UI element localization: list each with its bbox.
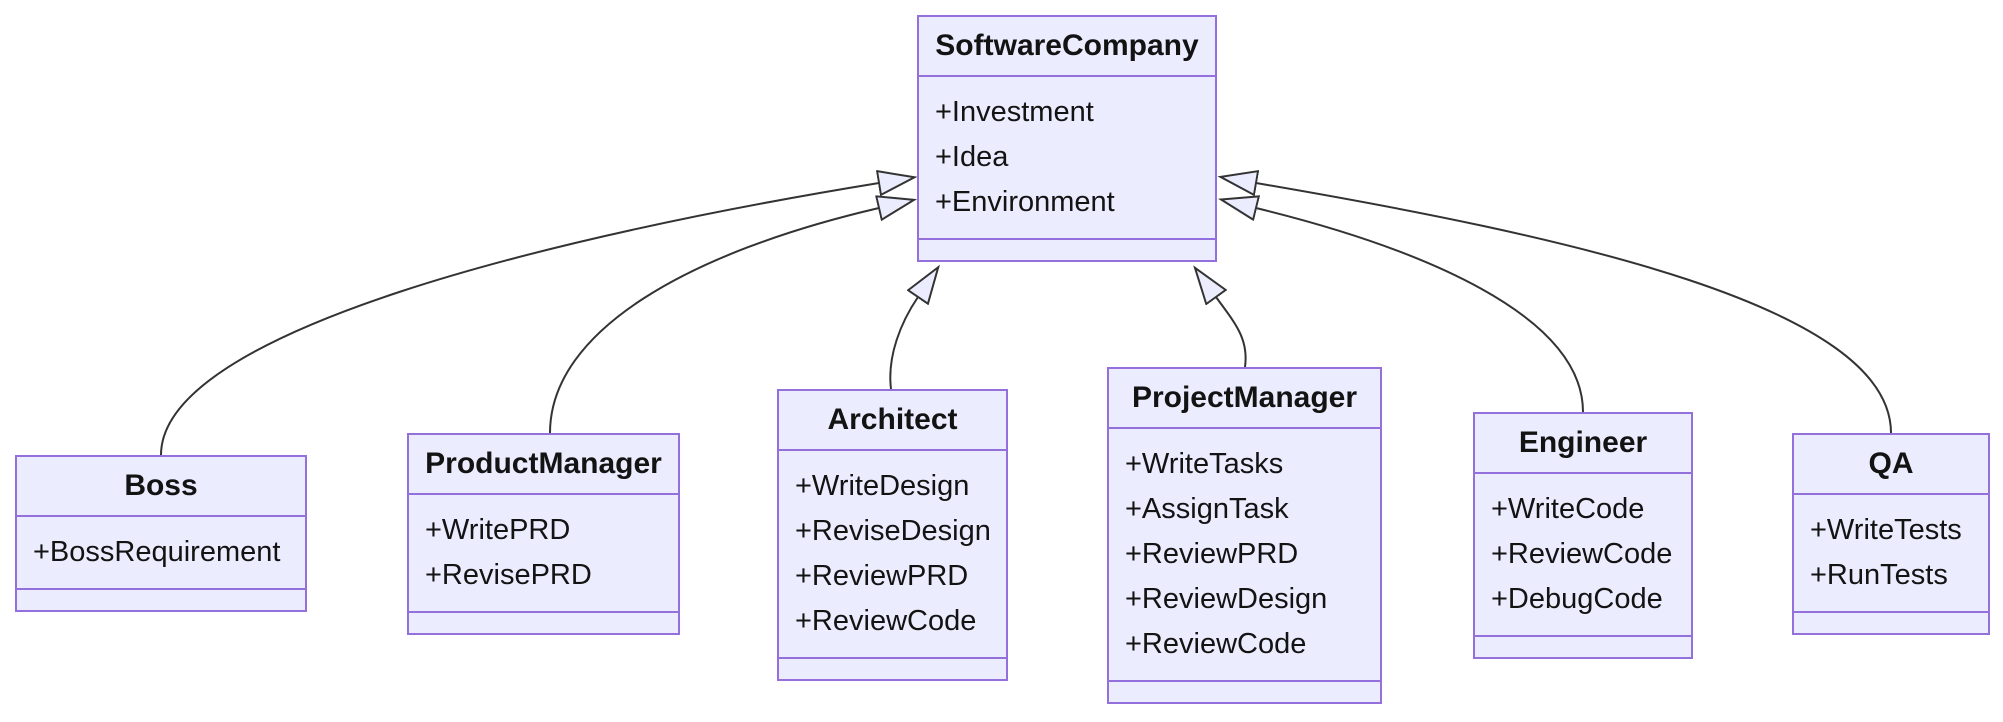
class-methods-empty (779, 659, 1006, 679)
class-attributes: +WriteDesign +ReviseDesign +ReviewPRD +R… (779, 451, 1006, 659)
class-attribute: +RunTests (1810, 559, 1948, 591)
class-architect: Architect +WriteDesign +ReviseDesign +Re… (777, 389, 1008, 681)
class-methods-empty (1475, 637, 1691, 657)
class-attribute: +BossRequirement (33, 536, 281, 568)
class-softwarecompany: SoftwareCompany +Investment +Idea +Envir… (917, 15, 1217, 262)
class-methods-empty (1109, 682, 1380, 702)
class-productmanager: ProductManager +WritePRD +RevisePRD (407, 433, 680, 635)
class-title: ProductManager (409, 435, 678, 495)
class-engineer: Engineer +WriteCode +ReviewCode +DebugCo… (1473, 412, 1693, 659)
class-attribute: +DebugCode (1491, 583, 1663, 615)
class-attribute: +ReviewCode (1491, 538, 1673, 570)
class-methods-empty (1794, 613, 1988, 633)
class-attribute: +Idea (935, 141, 1009, 173)
class-attributes: +Investment +Idea +Environment (919, 77, 1215, 240)
class-attribute: +WriteDesign (795, 470, 970, 502)
class-title: Engineer (1475, 414, 1691, 474)
class-attributes: +WriteTests +RunTests (1794, 495, 1988, 613)
class-attribute: +WriteTests (1810, 514, 1962, 546)
edge-projectmanager-to-softwarecompany (1216, 297, 1247, 368)
class-boss: Boss +BossRequirement (15, 455, 307, 612)
edge-engineer-to-softwarecompany (1256, 208, 1584, 413)
class-attribute: +WriteCode (1491, 493, 1645, 525)
class-title: ProjectManager (1109, 369, 1380, 429)
class-title: SoftwareCompany (919, 17, 1215, 77)
class-title: Architect (779, 391, 1006, 451)
class-title: QA (1794, 435, 1988, 495)
class-attributes: +WriteCode +ReviewCode +DebugCode (1475, 474, 1691, 637)
class-attribute: +Environment (935, 186, 1115, 218)
class-methods-empty (17, 590, 305, 610)
class-attribute: +WritePRD (425, 514, 571, 546)
class-attribute: +AssignTask (1125, 493, 1289, 525)
class-attributes: +WriteTasks +AssignTask +ReviewPRD +Revi… (1109, 429, 1380, 682)
class-methods-empty (919, 240, 1215, 260)
class-attribute: +Investment (935, 96, 1094, 128)
class-attribute: +ReviseDesign (795, 515, 991, 547)
class-title: Boss (17, 457, 305, 517)
class-qa: QA +WriteTests +RunTests (1792, 433, 1990, 635)
edge-architect-to-softwarecompany (889, 297, 918, 390)
class-attribute: +ReviewCode (795, 605, 977, 637)
class-attribute: +ReviewDesign (1125, 583, 1328, 615)
edge-boss-to-softwarecompany (160, 183, 879, 456)
edge-productmanager-to-softwarecompany (549, 208, 879, 434)
class-attributes: +WritePRD +RevisePRD (409, 495, 678, 613)
class-attributes: +BossRequirement (17, 517, 305, 590)
class-methods-empty (409, 613, 678, 633)
class-attribute: +ReviewPRD (1125, 538, 1299, 570)
class-attribute: +WriteTasks (1125, 448, 1284, 480)
class-projectmanager: ProjectManager +WriteTasks +AssignTask +… (1107, 367, 1382, 704)
edge-qa-to-softwarecompany (1256, 183, 1892, 434)
class-attribute: +ReviewCode (1125, 628, 1307, 660)
class-attribute: +RevisePRD (425, 559, 592, 591)
class-attribute: +ReviewPRD (795, 560, 969, 592)
